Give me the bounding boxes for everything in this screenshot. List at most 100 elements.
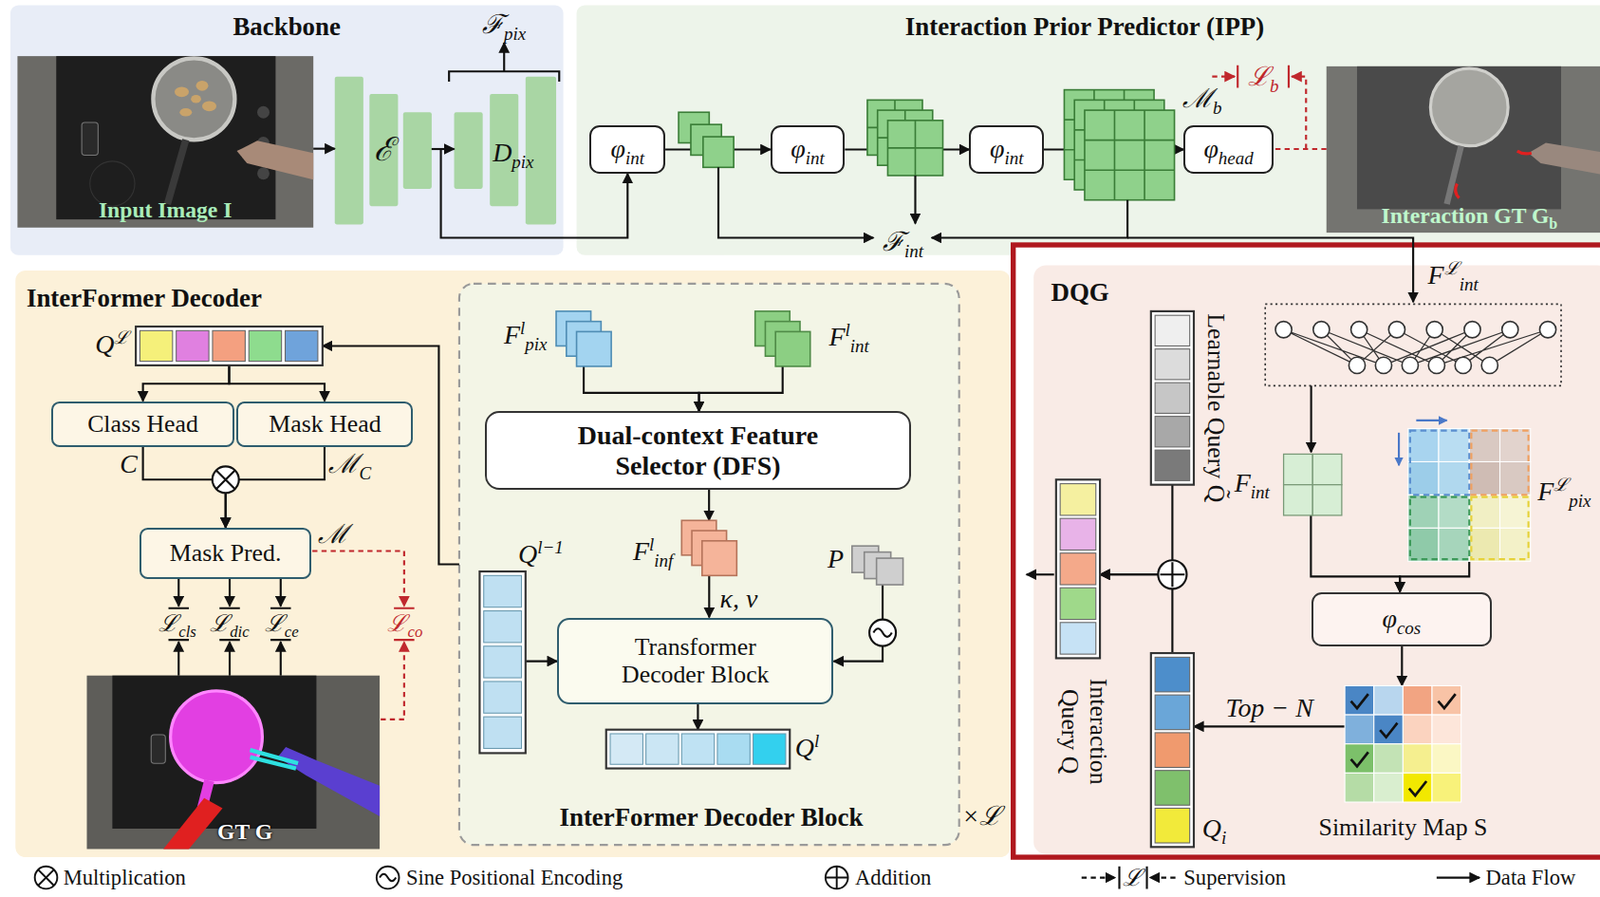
subscript: int [1459, 274, 1479, 295]
subscript: b [1548, 215, 1558, 232]
subscript: int [904, 240, 924, 261]
text-holder: ℒ [1122, 864, 1143, 892]
phi-int-box: φint [589, 125, 666, 174]
text-holder: Addition [855, 865, 931, 891]
input-image: Input Image I [17, 55, 314, 228]
superscript: l [814, 730, 819, 751]
text-holder: Data Flow [1486, 865, 1577, 891]
interaction-query: Interaction Query Q [1056, 479, 1100, 658]
connector [1099, 574, 1173, 653]
connector [583, 366, 699, 411]
node-label: InterFormer Decoder Block [558, 802, 863, 833]
subscript: int [805, 148, 825, 168]
text-holder: Supervision [1183, 865, 1286, 891]
subscript: cls [178, 622, 197, 641]
math-label: ℳ [317, 519, 349, 550]
learnable-query: Learnable Query Q̃ [1151, 311, 1194, 485]
node-label: Learnable Query Q̃ [1202, 314, 1231, 503]
subscript: int [850, 334, 870, 355]
subscript: C [358, 463, 372, 484]
text-holder: P [827, 543, 844, 575]
text-holder: InterFormer Decoder Block [558, 802, 863, 833]
node-label: Mask Pred. [169, 539, 282, 568]
legend-text: Supervision [1183, 865, 1286, 891]
math-label: ℳb [1182, 83, 1223, 114]
superscript: ℒ [113, 327, 130, 348]
text-holder: DQG [1051, 278, 1110, 308]
mask-pred-box: Mask Pred. [139, 527, 312, 579]
similarity-map: Similarity Map S [1344, 686, 1462, 803]
subscript: cos [1396, 617, 1421, 638]
text-holder: ℒdic [209, 610, 250, 637]
query-column: Ql−1 [479, 571, 525, 753]
connector [696, 704, 699, 730]
subscript: int [1250, 481, 1270, 502]
feature-stack: Flint [755, 311, 811, 367]
text-holder: ℳ [317, 519, 349, 550]
position-stack: P [852, 545, 904, 585]
math-label: ×ℒ [961, 800, 1002, 832]
math-label: ℱint [882, 226, 924, 258]
node-label: Flint [828, 321, 869, 353]
node-label: Qℒ [94, 329, 130, 360]
legend-text: Data Flow [1486, 865, 1577, 891]
math-label: ℒdic [209, 610, 250, 637]
feature-stack: Flpix [556, 311, 612, 367]
phi-cos-box: φcos [1311, 592, 1492, 647]
legend-text: Multiplication [63, 865, 187, 891]
node-label: ℰ [373, 130, 394, 169]
connector [525, 659, 558, 662]
node-label: φint [989, 133, 1024, 165]
node-label: InterFormer Decoder [26, 283, 262, 314]
text-holder: Ql [795, 732, 819, 763]
subscript: inf [653, 549, 673, 570]
math-label: ℒ [1122, 864, 1143, 892]
phi-head-box: φhead [1183, 125, 1274, 174]
gt-image: GT G [86, 675, 380, 850]
text-holder: Fℒpix [1537, 476, 1591, 507]
subscript: ce [284, 622, 299, 641]
text-holder: ℒco [387, 610, 423, 637]
connector [143, 365, 230, 402]
backbone-panel: Input Image I ℰ Dpix Backbone [10, 4, 564, 255]
node-label: φhead [1203, 133, 1253, 165]
connector [225, 446, 325, 528]
text-holder: Input Image I [98, 197, 233, 224]
text-holder: Interaction GT Gb [1380, 203, 1558, 229]
math-label: Fℒint [1428, 260, 1479, 291]
node-label: Ql−1 [518, 539, 564, 570]
superscript: l [844, 318, 850, 339]
text-holder: Top − N [1222, 692, 1316, 724]
text-holder: ℰ [373, 130, 394, 169]
connector [1399, 560, 1470, 592]
node-label: Input Image I [98, 197, 233, 224]
math-label: ℒcls [158, 610, 197, 637]
connector [1310, 515, 1400, 593]
subscript: int [625, 148, 645, 168]
encoder: ℰ [334, 76, 432, 225]
text-holder: Backbone [232, 12, 341, 42]
node-label: Dpix [492, 137, 534, 168]
node-label: GT G [217, 818, 273, 845]
dfs-box: Dual-context Feature Selector (DFS) [484, 410, 912, 490]
dqg-panel: Learnable Query Q̃Interaction Query QQiF… [1013, 244, 1600, 857]
text-holder: ℒce [264, 610, 299, 637]
subscript: b [1212, 97, 1223, 118]
node-label: P [827, 543, 844, 575]
text-holder: C [116, 448, 141, 480]
text-holder: Sine Positional Encoding [406, 865, 623, 891]
text-holder: Fint [1234, 467, 1270, 499]
text-holder: ℱpix [482, 9, 526, 40]
subscript: head [1218, 148, 1254, 168]
math-label: ℒce [264, 610, 299, 637]
text-holder: ℒb [1247, 61, 1280, 93]
superscript: l−1 [537, 536, 564, 557]
feature-grid: Fint [1283, 453, 1342, 516]
interaction-gt-image: Interaction GT Gb [1326, 66, 1600, 233]
phi-int-box: φint [968, 125, 1043, 174]
text-holder: ℒcls [158, 610, 197, 637]
text-holder: Multiplication [63, 865, 187, 891]
node-label: φcos [1381, 603, 1421, 634]
query-row: Qℒ [135, 326, 323, 366]
